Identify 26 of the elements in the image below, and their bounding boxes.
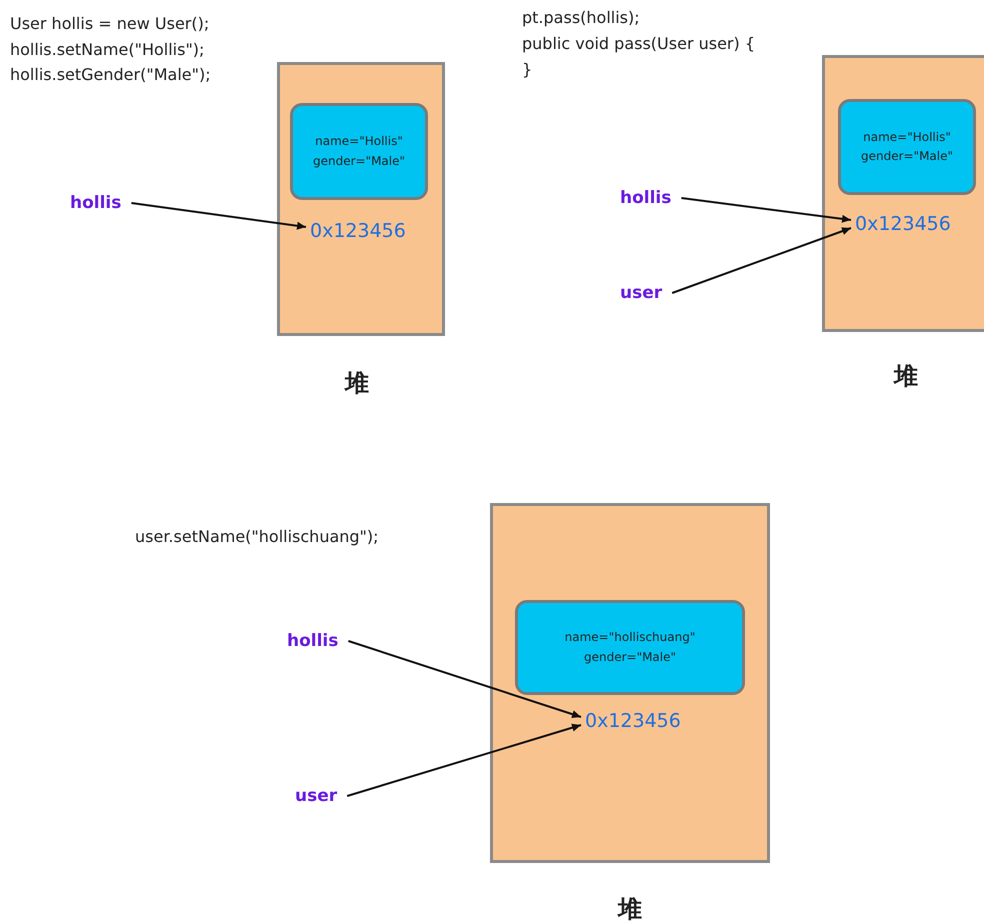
heap-label: 堆 — [618, 894, 642, 924]
address-text: 0x123456 — [855, 213, 951, 235]
object-box: name="Hollis" gender="Male" — [290, 103, 428, 200]
address-text: 0x123456 — [585, 710, 681, 732]
code-line: } — [522, 60, 532, 79]
code-line: pt.pass(hollis); — [522, 8, 640, 27]
arrow — [346, 724, 582, 797]
heap-label: 堆 — [345, 368, 369, 399]
variable-name: hollis — [620, 188, 672, 208]
arrow — [672, 227, 852, 294]
heap-label: 堆 — [894, 361, 918, 392]
code-line: public void pass(User user) { — [522, 34, 756, 53]
code-line: User hollis = new User(); — [10, 14, 210, 33]
object-box: name="hollischuang" gender="Male" — [515, 600, 745, 695]
variable-name: user — [620, 283, 662, 303]
arrow — [681, 197, 852, 223]
code-line: hollis.setGender("Male"); — [10, 65, 211, 84]
object-box: name="Hollis" gender="Male" — [838, 99, 976, 195]
address-text: 0x123456 — [310, 220, 406, 242]
code-line: hollis.setName("Hollis"); — [10, 40, 204, 59]
variable-name: hollis — [287, 631, 338, 651]
code-line: user.setName("hollischuang"); — [135, 527, 379, 546]
variable-name: user — [295, 786, 338, 806]
arrow — [348, 640, 582, 718]
arrow — [131, 202, 306, 230]
variable-name: hollis — [70, 193, 122, 213]
